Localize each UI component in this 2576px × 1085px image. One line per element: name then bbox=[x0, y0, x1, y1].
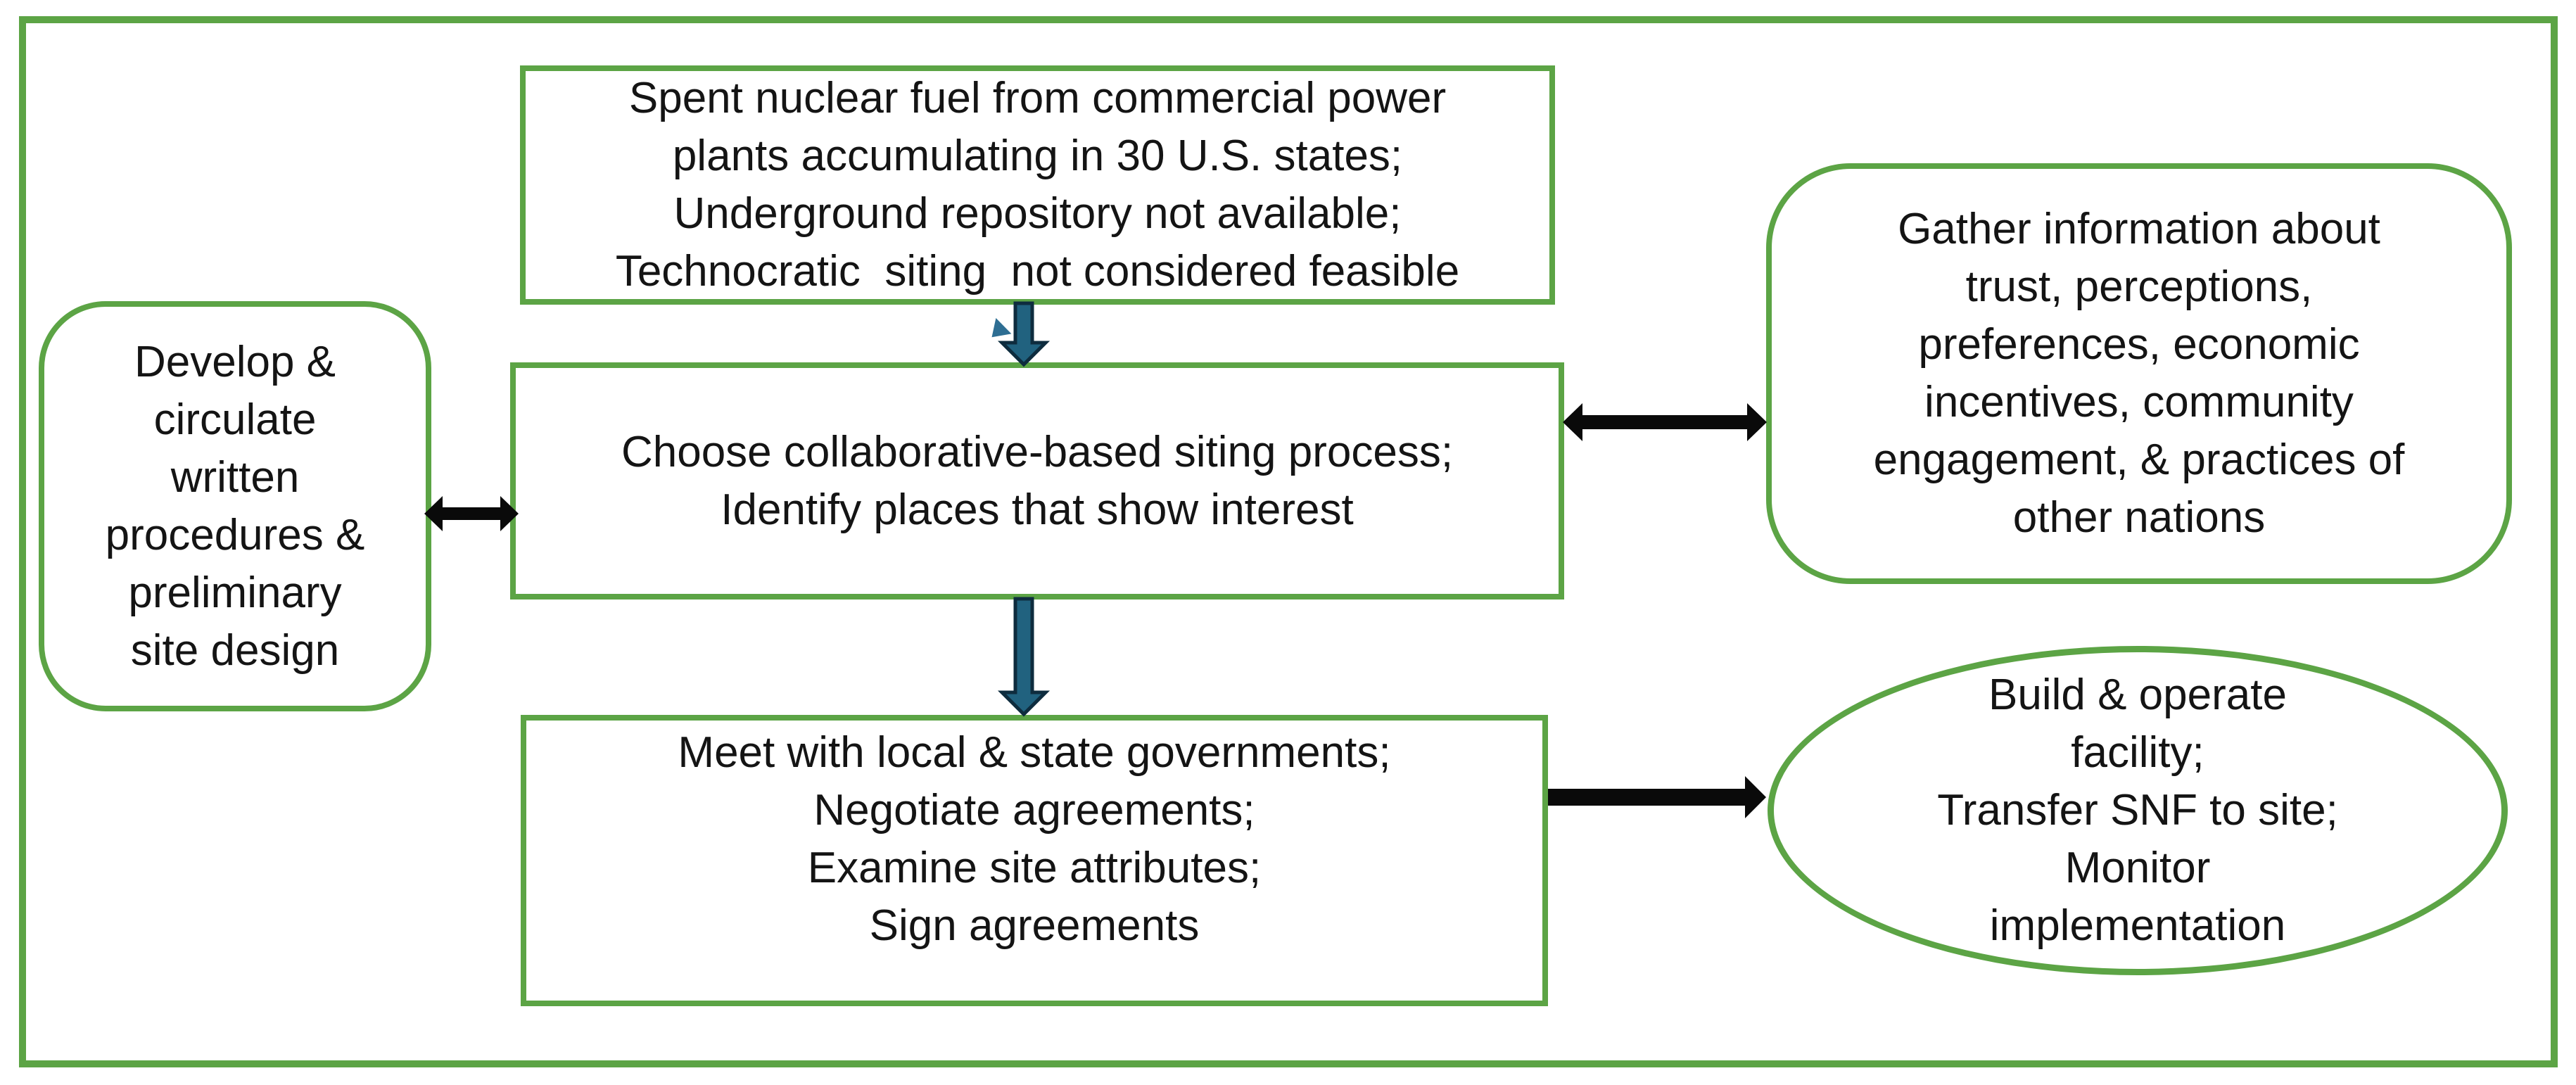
build-operate-line: Transfer SNF to site; bbox=[1937, 786, 2338, 835]
problem-context-line: plants accumulating in 30 U.S. states; bbox=[672, 132, 1403, 180]
meet-negotiate-box: Meet with local & state governments; Neg… bbox=[521, 715, 1548, 1006]
choose-siting-process-box: Choose collaborative-based siting proces… bbox=[510, 362, 1564, 599]
problem-context-box: Spent nuclear fuel from commercial power… bbox=[520, 65, 1555, 305]
develop-procedures-line: written bbox=[170, 452, 300, 502]
build-operate-ellipse: Build & operate facility; Transfer SNF t… bbox=[1768, 646, 2508, 975]
develop-procedures-line: Develop & bbox=[134, 337, 336, 386]
problem-context-line: Spent nuclear fuel from commercial power bbox=[628, 74, 1447, 122]
gather-information-line: incentives, community bbox=[1924, 378, 2354, 426]
meet-negotiate-line: Sign agreements bbox=[869, 901, 1200, 950]
build-operate-line: Build & operate bbox=[1988, 671, 2287, 719]
problem-context-line: Technocratic siting not considered feasi… bbox=[615, 247, 1460, 296]
meet-negotiate-line: Negotiate agreements; bbox=[813, 786, 1255, 835]
gather-information-line: Gather information about bbox=[1898, 205, 2380, 253]
gather-information-line: engagement, & practices of bbox=[1873, 436, 2405, 484]
down-arrow-icon bbox=[997, 597, 1051, 717]
gather-information-box: Gather information about trust, percepti… bbox=[1766, 163, 2512, 584]
gather-information-line: other nations bbox=[2012, 493, 2266, 542]
small-triangle-icon bbox=[991, 318, 1012, 338]
double-arrow-icon bbox=[1563, 403, 1767, 441]
develop-procedures-line: site design bbox=[130, 626, 340, 675]
meet-negotiate-line: Meet with local & state governments; bbox=[678, 728, 1391, 777]
build-operate-line: facility; bbox=[2071, 728, 2204, 777]
outer-border-frame bbox=[19, 16, 2558, 1067]
choose-siting-process-line: Identify places that show interest bbox=[721, 485, 1354, 534]
gather-information-line: preferences, economic bbox=[1918, 320, 2360, 369]
right-arrow-icon bbox=[1548, 776, 1766, 818]
choose-siting-process-line: Choose collaborative-based siting proces… bbox=[621, 427, 1454, 476]
develop-procedures-box: Develop & circulate written procedures &… bbox=[39, 301, 431, 711]
down-arrow-icon bbox=[997, 301, 1051, 367]
develop-procedures-line: circulate bbox=[153, 395, 317, 444]
build-operate-line: Monitor bbox=[2064, 844, 2211, 892]
build-operate-line: implementation bbox=[1989, 901, 2286, 950]
develop-procedures-line: procedures & bbox=[105, 510, 365, 559]
problem-context-line: Underground repository not available; bbox=[673, 189, 1402, 238]
double-arrow-icon bbox=[424, 496, 519, 531]
develop-procedures-line: preliminary bbox=[128, 568, 342, 617]
meet-negotiate-line: Examine site attributes; bbox=[807, 844, 1262, 892]
gather-information-line: trust, perceptions, bbox=[1965, 262, 2313, 311]
